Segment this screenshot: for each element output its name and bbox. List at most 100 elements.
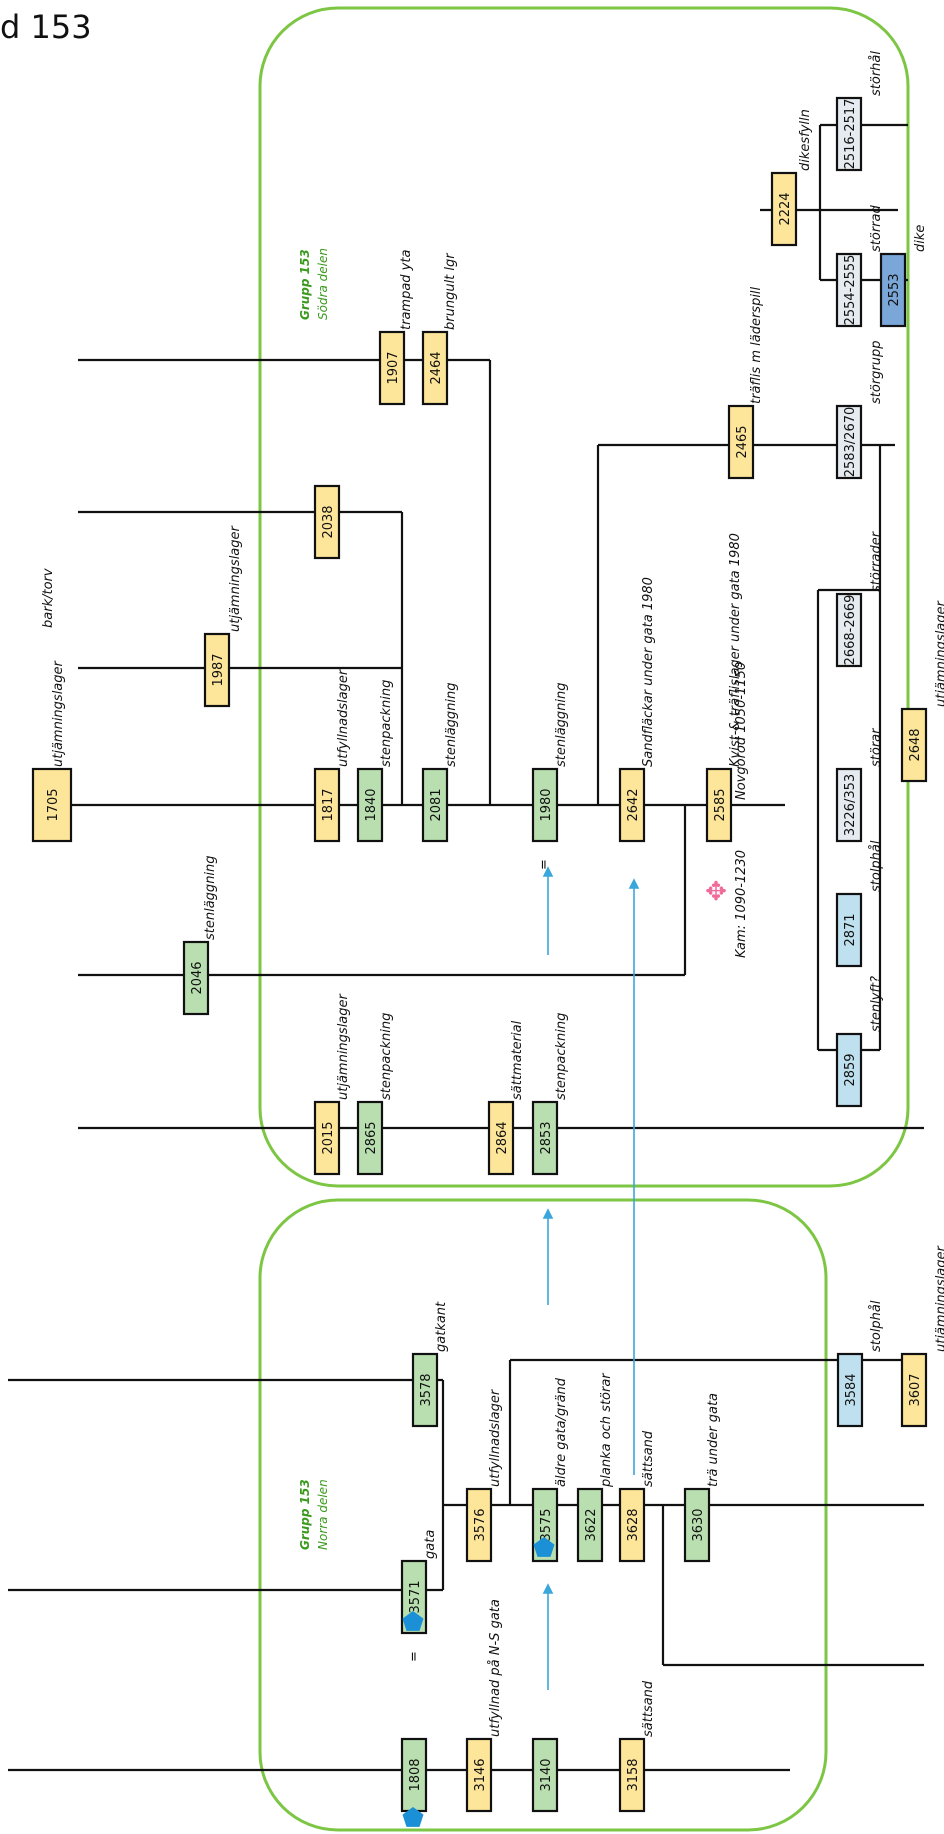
context-box-3584: 3584 stolphål — [836, 1300, 884, 1428]
context-id: 3146 — [473, 1758, 488, 1791]
context-label: utjämningslager — [934, 1244, 944, 1352]
context-box-rect — [835, 592, 863, 668]
markers: ✥ — [402, 877, 727, 1827]
context-box-rect — [465, 1487, 493, 1563]
context-box-rect — [683, 1487, 711, 1563]
context-box-2585: 2585 Kvist-& träflislager under gata 1980 — [705, 533, 743, 843]
context-id: 3584 — [844, 1373, 859, 1406]
context-id: 3630 — [691, 1508, 706, 1541]
context-id: 3622 — [584, 1508, 599, 1541]
find-marker-icon — [533, 1537, 555, 1557]
context-id: 1840 — [364, 788, 379, 821]
context-id: 2224 — [778, 192, 793, 225]
context-box-rect — [411, 1352, 439, 1428]
group-south-title: Grupp 153 — [298, 249, 312, 320]
context-box-rect — [879, 252, 907, 328]
context-id: 3578 — [419, 1373, 434, 1406]
context-label: utjämningslager — [934, 599, 944, 707]
context-box-rect — [378, 330, 406, 406]
context-label: stenpackning — [554, 1013, 569, 1100]
context-id: 1817 — [321, 788, 336, 821]
context-id: 3628 — [626, 1508, 641, 1541]
context-id: 2046 — [190, 961, 205, 994]
dating-star-icon: ✥ — [705, 877, 727, 907]
context-box-rect — [182, 940, 210, 1016]
context-label: sättsand — [641, 1430, 656, 1487]
context-label: träflis m läderspill — [749, 286, 764, 404]
label-bark-torv: bark/torv — [41, 568, 56, 628]
context-box-rect — [835, 96, 863, 172]
context-label: brungult lgr — [443, 252, 458, 330]
context-box-rect — [313, 1100, 341, 1176]
equals-north: = — [407, 1651, 422, 1662]
context-label: Kvist-& träflislager under gata 1980 — [728, 533, 743, 767]
context-box-3628: 3628 sättsand — [618, 1430, 656, 1563]
context-id: 1980 — [539, 788, 554, 821]
context-box-2465: 2465 träflis m läderspill — [727, 286, 764, 480]
context-box-2648: 2648 utjämningslager — [900, 599, 944, 783]
context-box-rect — [531, 1737, 559, 1813]
context-id: 2668-2669 — [843, 595, 858, 666]
context-box-rect — [705, 767, 733, 843]
context-label: stolphål — [869, 1300, 884, 1352]
context-label: störrad — [869, 205, 884, 252]
context-box-rect — [313, 767, 341, 843]
context-label: dike — [913, 225, 928, 252]
context-label: utjämningslager — [336, 992, 351, 1100]
context-label: utfyllnadslager — [336, 668, 351, 767]
context-label: sättmaterial — [510, 1020, 525, 1100]
context-id: 3158 — [626, 1758, 641, 1791]
context-id: 1808 — [408, 1758, 423, 1791]
context-id: 2853 — [539, 1121, 554, 1154]
context-box-rect — [465, 1737, 493, 1813]
context-label: stenläggning — [554, 682, 569, 767]
context-box-2553: 2553 dike — [879, 225, 928, 328]
context-label: stenpackning — [379, 1013, 394, 1100]
context-box-rect — [900, 1352, 928, 1428]
context-box-rect — [618, 1487, 646, 1563]
context-id: 2648 — [908, 728, 923, 761]
context-box-2853: 2853 stenpackning — [531, 1013, 569, 1176]
context-label: trampad yta — [399, 250, 414, 330]
context-box-2046: 2046 stenläggning — [182, 855, 218, 1016]
context-id: 3576 — [473, 1508, 488, 1541]
context-box-rect — [356, 767, 384, 843]
context-id: 2553 — [887, 273, 902, 306]
context-box-rect — [835, 1032, 863, 1108]
context-box-1980: 1980 stenläggning — [531, 682, 569, 843]
context-label: stenläggning — [203, 855, 218, 940]
context-id: 3140 — [539, 1758, 554, 1791]
context-label: gata — [423, 1530, 438, 1559]
context-id: 2585 — [713, 788, 728, 821]
context-label: utfyllnad på N-S gata — [488, 1599, 503, 1737]
context-id: 2465 — [735, 425, 750, 458]
context-label: stenlyft? — [869, 976, 884, 1032]
find-marker-icon — [402, 1611, 424, 1631]
label-kam: Kam: 1090-1230 — [734, 850, 749, 958]
group-north-title: Grupp 153 — [298, 1479, 312, 1550]
arrow-head — [542, 866, 554, 877]
context-id: 3575 — [539, 1508, 554, 1541]
context-box-rect — [835, 404, 863, 480]
label-novgorod: Novgorod 1050-1150 — [734, 662, 749, 800]
context-label: utfyllnadslager — [488, 1388, 503, 1487]
context-label: planka och störar — [599, 1372, 614, 1488]
context-label: störar — [869, 727, 884, 767]
context-id: 2038 — [321, 505, 336, 538]
arrows — [542, 866, 640, 1690]
